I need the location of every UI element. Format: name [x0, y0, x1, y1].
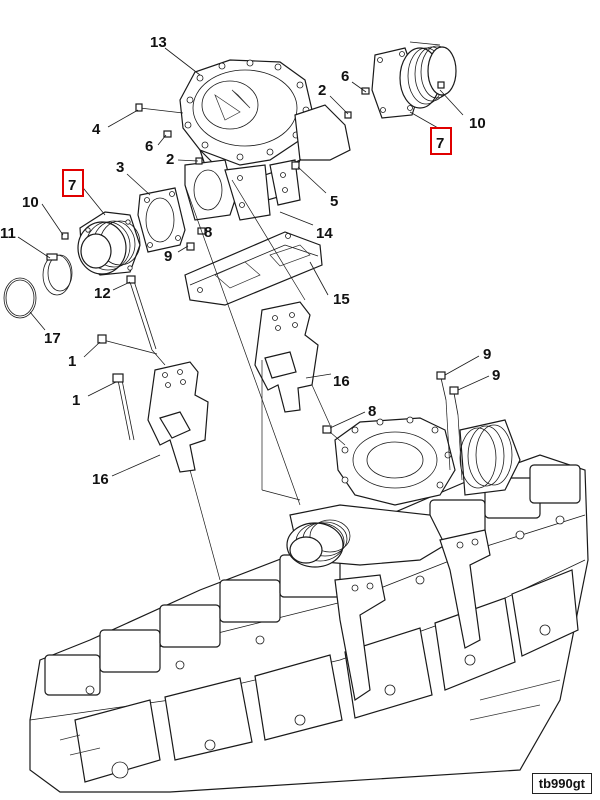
cylinder-covers-lower	[74, 569, 579, 783]
callout-labels: 13 6 2 4 10 7 6 2 3 5 7 10 8 14 11 9 12 …	[0, 34, 500, 488]
callout-8: 8	[368, 403, 376, 420]
bellows-right-upper	[371, 41, 457, 119]
callout-7-highlighted: 7	[68, 177, 76, 194]
callout-8: 8	[204, 224, 212, 241]
callout-5: 5	[330, 193, 338, 210]
callout-11: 11	[0, 225, 16, 242]
bolts-9-right	[436, 371, 459, 416]
clamp-ring-11	[42, 253, 73, 296]
callout-6: 6	[341, 68, 349, 85]
turbine-housing	[179, 59, 351, 206]
gasket-plate-3	[137, 187, 186, 253]
callout-2: 2	[166, 151, 174, 168]
bolt-10-left	[61, 232, 69, 240]
support-bracket-16-center	[254, 301, 319, 413]
bolt-4	[135, 103, 184, 114]
callout-16: 16	[92, 471, 109, 488]
callout-14: 14	[316, 225, 333, 242]
manifold-15	[184, 231, 323, 306]
installed-bellows-left	[286, 519, 351, 568]
long-bolt-12	[126, 275, 157, 351]
housing-flange-bolts	[184, 59, 310, 161]
callout-6: 6	[145, 138, 153, 155]
callout-15: 15	[333, 291, 350, 308]
callout-1: 1	[72, 392, 80, 409]
callout-10: 10	[469, 115, 486, 132]
assembly-lines	[151, 179, 463, 581]
leader-lines	[17, 47, 490, 477]
support-bracket-16-left	[147, 361, 209, 473]
o-ring-17	[3, 277, 37, 319]
callout-9: 9	[492, 367, 500, 384]
installed-bellows-right	[459, 419, 521, 496]
callout-10: 10	[22, 194, 39, 211]
nut-5	[291, 161, 300, 170]
highlight-box-7-left	[62, 169, 84, 197]
callout-9: 9	[483, 346, 491, 363]
intermediate-flange-pipe	[184, 159, 301, 221]
callout-7-highlighted: 7	[436, 135, 444, 152]
bolt-10-right	[437, 81, 445, 89]
callout-16: 16	[333, 373, 350, 390]
bolt-1-upper	[97, 334, 158, 355]
installed-turbo-assembly	[286, 416, 521, 702]
bolt-1-lower	[112, 373, 135, 441]
callout-4: 4	[92, 121, 101, 138]
block-bolt-holes	[85, 515, 565, 779]
highlight-box-7-right	[430, 127, 452, 155]
housing-flange-holes	[341, 416, 452, 489]
callout-1: 1	[68, 353, 76, 370]
callout-17: 17	[44, 330, 61, 347]
bolt-6-right	[361, 87, 370, 95]
engine-block	[29, 454, 589, 793]
callout-12: 12	[94, 285, 111, 302]
nut-2-right	[344, 111, 352, 119]
nut-8-lower	[322, 425, 332, 434]
callout-3: 3	[116, 159, 124, 176]
drawing-reference-code: tb990gt	[531, 773, 592, 794]
bolt-6-left	[163, 130, 172, 138]
bellows-left-upper	[77, 211, 141, 276]
callout-13: 13	[150, 34, 167, 51]
callout-2: 2	[318, 82, 326, 99]
bolt-9-center	[186, 242, 195, 251]
callout-9: 9	[164, 248, 172, 265]
